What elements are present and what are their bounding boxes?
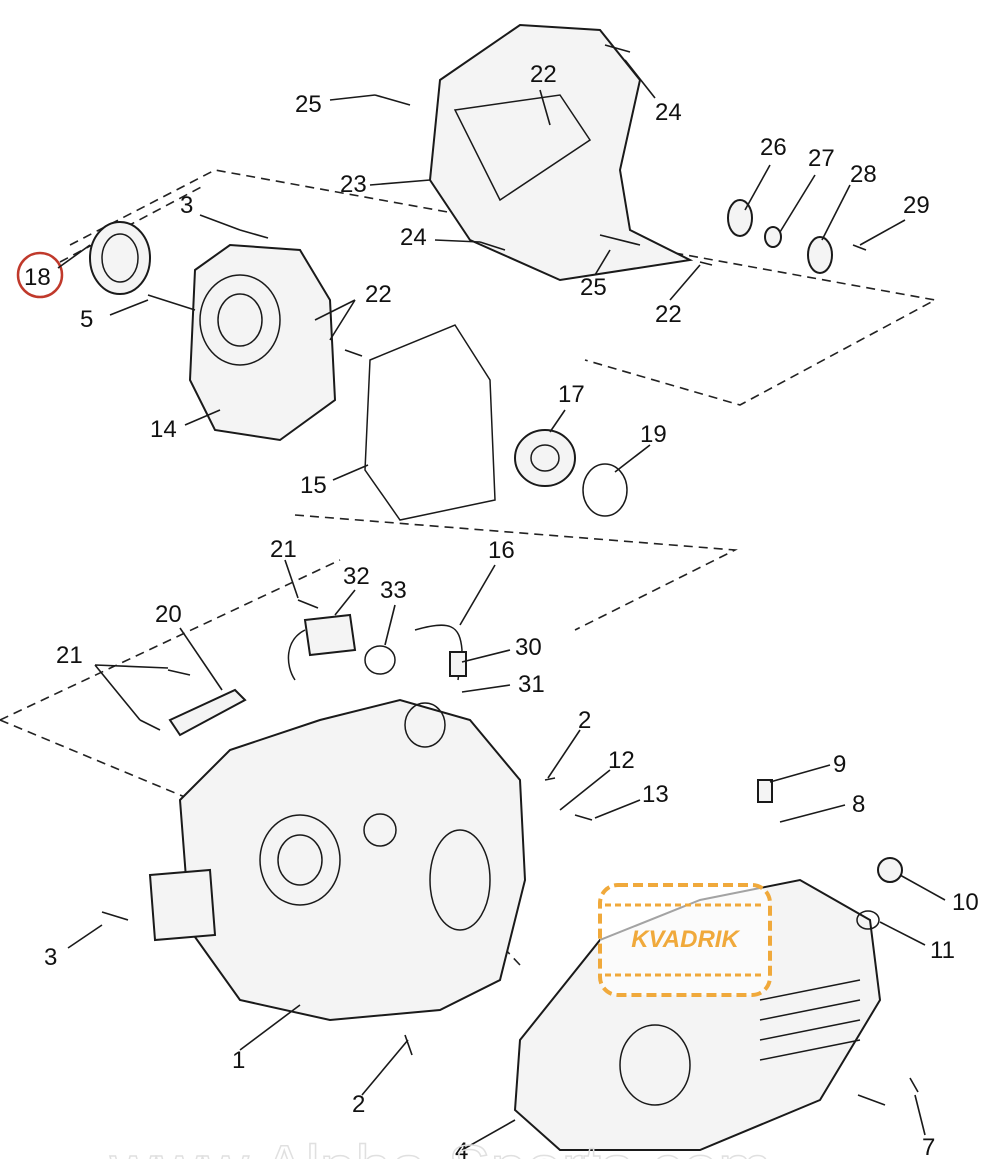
callout-12: 12 bbox=[608, 747, 635, 774]
callout-16: 16 bbox=[488, 537, 515, 564]
callout-7: 7 bbox=[922, 1134, 935, 1159]
callout-3: 3 bbox=[180, 192, 193, 219]
callout-22: 22 bbox=[655, 301, 682, 328]
callout-28: 28 bbox=[850, 161, 877, 188]
callout-3: 3 bbox=[44, 944, 57, 971]
callout-32: 32 bbox=[343, 563, 370, 590]
callout-23: 23 bbox=[340, 171, 367, 198]
plate bbox=[807, 236, 833, 274]
dipstick-cap bbox=[877, 857, 903, 883]
highlight-circle bbox=[16, 251, 64, 299]
oil-seal bbox=[89, 221, 151, 295]
o-ring bbox=[364, 645, 396, 675]
callout-15: 15 bbox=[300, 472, 327, 499]
callout-33: 33 bbox=[380, 577, 407, 604]
callout-25: 25 bbox=[580, 274, 607, 301]
clutch-cover bbox=[188, 243, 337, 442]
watermark: www.Alpha-Sports.com bbox=[109, 1132, 772, 1159]
callout-24: 24 bbox=[400, 224, 427, 251]
bolts bbox=[101, 44, 919, 1106]
callout-21: 21 bbox=[270, 536, 297, 563]
callout-27: 27 bbox=[808, 145, 835, 172]
callout-9: 9 bbox=[833, 751, 846, 778]
sensor-housing bbox=[287, 613, 357, 681]
callout-31: 31 bbox=[518, 671, 545, 698]
callout-22: 22 bbox=[530, 61, 557, 88]
callout-21: 21 bbox=[56, 642, 83, 669]
callout-29: 29 bbox=[903, 192, 930, 219]
callout-30: 30 bbox=[515, 634, 542, 661]
drain-bolt bbox=[757, 779, 773, 803]
gasket bbox=[364, 324, 496, 521]
leader-lines bbox=[57, 59, 946, 1151]
callout-25: 25 bbox=[295, 91, 322, 118]
washer bbox=[764, 226, 782, 248]
callout-2: 2 bbox=[578, 707, 591, 734]
crankcase-left bbox=[148, 698, 527, 1022]
flywheel-cover bbox=[428, 23, 694, 282]
callout-4: 4 bbox=[455, 1138, 468, 1159]
callout-13: 13 bbox=[642, 781, 669, 808]
sensor-lead bbox=[414, 624, 463, 681]
callout-11: 11 bbox=[930, 937, 955, 964]
bearing bbox=[514, 429, 576, 487]
callout-labels: 18 3 5 14 22 15 17 19 25 23 24 22 24 25 … bbox=[24, 61, 979, 1159]
sender-unit bbox=[449, 651, 467, 677]
callout-5: 5 bbox=[80, 306, 93, 333]
svg-text:KVADRIK: KVADRIK bbox=[631, 926, 740, 953]
circlip bbox=[582, 463, 628, 517]
callout-8: 8 bbox=[852, 791, 865, 818]
callout-18: 18 bbox=[24, 264, 51, 291]
dipstick-o-ring bbox=[856, 910, 880, 930]
callout-24: 24 bbox=[655, 99, 682, 126]
callout-19: 19 bbox=[640, 421, 667, 448]
callout-17: 17 bbox=[558, 381, 585, 408]
brand-logo: KVADRIK bbox=[598, 883, 772, 997]
callout-10: 10 bbox=[952, 889, 979, 916]
bracket bbox=[168, 688, 247, 737]
callout-2: 2 bbox=[352, 1091, 365, 1118]
callout-26: 26 bbox=[760, 134, 787, 161]
callout-1: 1 bbox=[232, 1047, 245, 1074]
callout-20: 20 bbox=[155, 601, 182, 628]
callout-14: 14 bbox=[150, 416, 177, 443]
callout-22: 22 bbox=[365, 281, 392, 308]
